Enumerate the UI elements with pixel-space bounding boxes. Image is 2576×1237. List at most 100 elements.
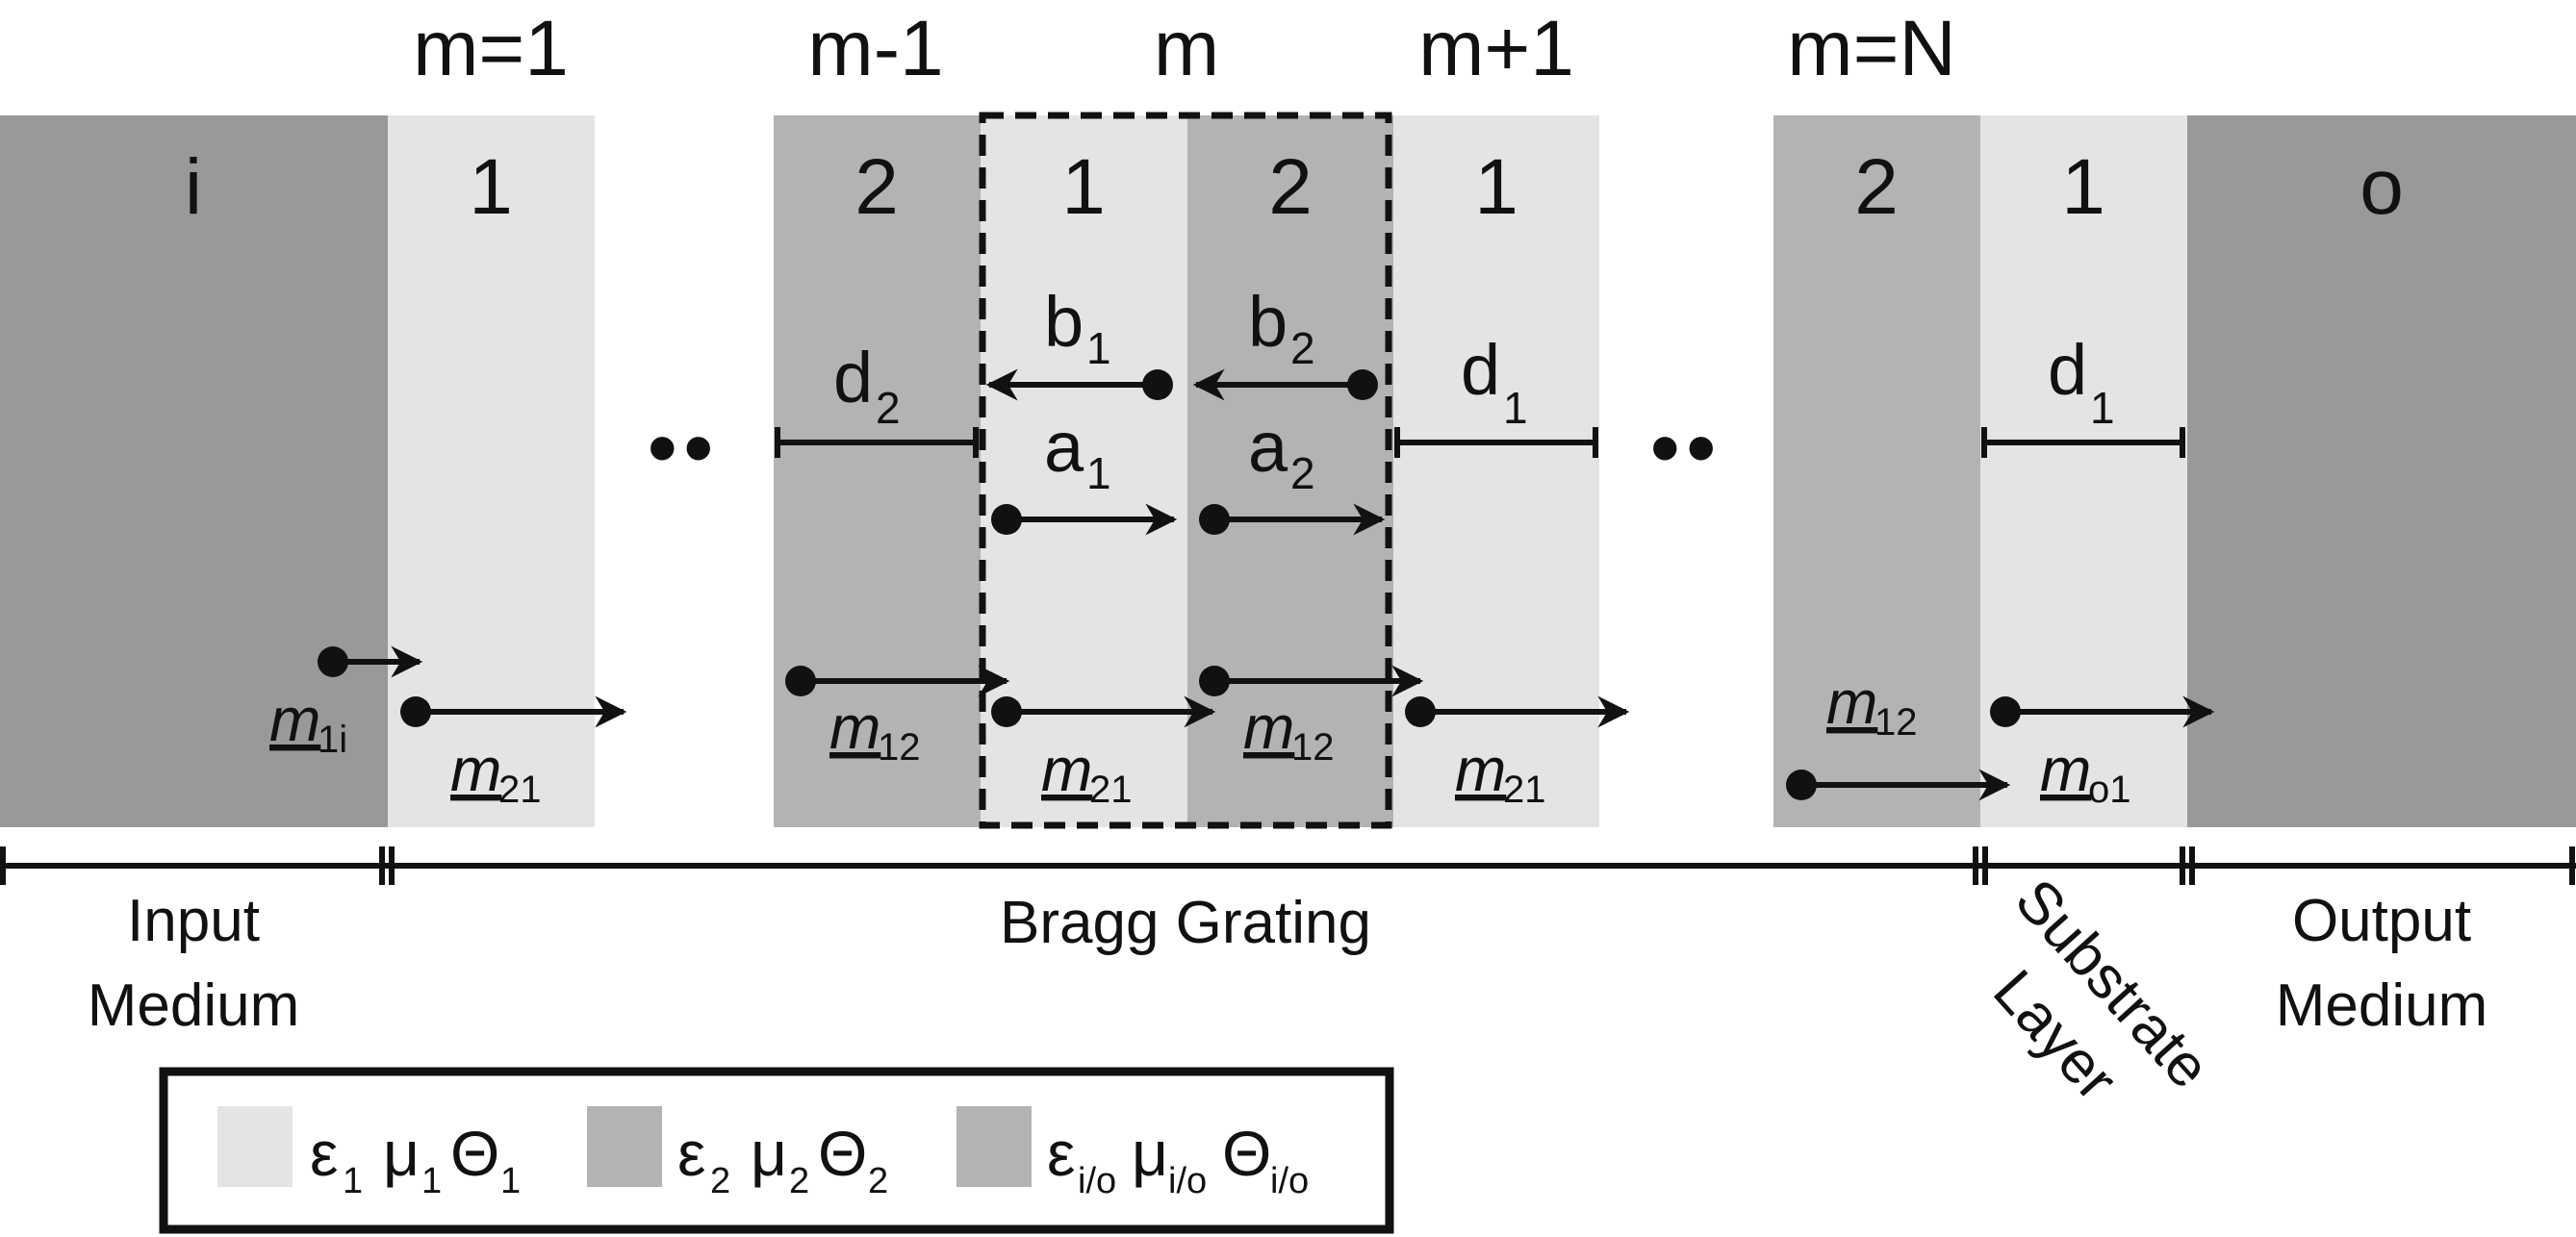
matrix-m12c-subscript: 12 <box>1875 701 1918 744</box>
thickness-d2-symbol: d <box>833 338 873 417</box>
matrix-m1i-subscript: 1i <box>318 719 347 761</box>
amplitude-a1-subscript: 1 <box>1086 448 1111 498</box>
thickness-d1-symbol: d <box>1461 330 1500 410</box>
amplitude-a2-symbol: a <box>1248 407 1288 487</box>
ellipsis-right: •• <box>1649 400 1722 496</box>
matrix-mo1-subscript: o1 <box>2088 769 2131 811</box>
thickness-d1-subscript: 1 <box>1503 383 1528 433</box>
dot-a1 <box>991 504 1022 535</box>
matrix-m21-next: m 21 <box>1455 735 1546 811</box>
legend1-mu-sub: 1 <box>421 1161 442 1201</box>
input-medium-slab <box>0 115 388 827</box>
legend1-eps: ε <box>310 1118 338 1189</box>
matrix-m1i: m 1i <box>269 685 347 761</box>
legend-swatch-light <box>217 1106 293 1187</box>
legend2-mu: μ <box>751 1118 787 1189</box>
matrix-mo1-symbol: m <box>2040 735 2091 804</box>
legend2-eps: ε <box>677 1118 705 1189</box>
dot-m1i <box>318 646 348 677</box>
amplitude-b2-symbol: b <box>1248 282 1288 362</box>
layer-label-1d: 1 <box>2061 143 2105 231</box>
thickness-d1s-subscript: 1 <box>2090 383 2115 433</box>
amplitude-b2: b 2 <box>1248 282 1315 373</box>
legend1-theta-sub: 1 <box>500 1161 521 1201</box>
matrix-m21b-symbol: m <box>1041 735 1092 804</box>
region-substrate: Substrate Layer <box>1980 867 2222 1113</box>
matrix-m1i-symbol: m <box>269 685 320 754</box>
legend-swatch-io <box>956 1106 1032 1187</box>
layer-label-1a: 1 <box>469 143 513 231</box>
legend-box <box>159 1067 1394 1234</box>
amplitude-b2-subscript: 2 <box>1290 323 1315 373</box>
amplitude-b1: b 1 <box>1044 282 1111 373</box>
dot-m12-last <box>1786 770 1817 800</box>
layer-label-1c: 1 <box>1474 143 1518 231</box>
legend-item-3: ε i/o μ i/o Θ i/o <box>1047 1118 1309 1201</box>
output-medium-slab <box>2187 115 2576 827</box>
dot-a2 <box>1199 504 1230 535</box>
region-output-line1: Output <box>2292 888 2471 954</box>
layer-label-2b: 2 <box>1268 143 1313 231</box>
dot-m21-next <box>1405 696 1436 727</box>
amplitude-b1-symbol: b <box>1044 282 1084 362</box>
region-bragg: Bragg Grating <box>1000 890 1371 956</box>
matrix-m21c-subscript: 21 <box>1503 769 1546 811</box>
amplitude-a2-subscript: 2 <box>1290 448 1315 498</box>
legend3-eps: ε <box>1047 1118 1075 1189</box>
region-input-line2: Medium <box>88 972 300 1039</box>
legend2-theta-sub: 2 <box>868 1161 888 1201</box>
amplitude-a1-symbol: a <box>1044 407 1084 487</box>
thickness-d1: d 1 <box>1461 330 1528 433</box>
region-bracket <box>0 846 2576 885</box>
arrow-origin-dots <box>318 369 2021 800</box>
legend2-theta: Θ <box>818 1118 867 1189</box>
matrix-m21a-symbol: m <box>450 735 501 804</box>
period-label-next: m+1 <box>1418 5 1574 92</box>
legend-swatch-mid <box>587 1106 662 1187</box>
legend1-mu: μ <box>383 1118 420 1189</box>
layer-label-output: o <box>2359 143 2404 231</box>
matrix-m12a-symbol: m <box>829 693 880 762</box>
period-label-last: m=N <box>1787 5 1955 92</box>
legend-item-1: ε 1 μ 1 Θ 1 <box>310 1118 521 1201</box>
legend3-mu-sub: i/o <box>1168 1161 1207 1201</box>
matrix-m12-prev: m 12 <box>829 693 921 769</box>
dot-m12-current <box>1199 666 1230 696</box>
legend1-eps-sub: 1 <box>343 1161 363 1201</box>
legend2-eps-sub: 2 <box>710 1161 730 1201</box>
period-label-current: m <box>1154 5 1219 92</box>
matrix-m21-first: m 21 <box>450 735 542 811</box>
thickness-d1-substrate: d 1 <box>2048 330 2115 433</box>
matrix-m12b-symbol: m <box>1243 693 1294 762</box>
dot-b2 <box>1347 369 1378 400</box>
period-label-first: m=1 <box>413 5 569 92</box>
matrix-m21-current: m 21 <box>1041 735 1133 811</box>
amplitude-a1: a 1 <box>1044 407 1111 498</box>
matrix-m12-current: m 12 <box>1243 693 1335 769</box>
layer-2-slab-current <box>1187 115 1393 827</box>
legend3-theta: Θ <box>1222 1118 1271 1189</box>
dot-m12-prev <box>785 666 816 696</box>
amplitude-a2: a 2 <box>1248 407 1315 498</box>
region-input-line1: Input <box>127 888 260 954</box>
legend2-mu-sub: 2 <box>789 1161 809 1201</box>
layer-label-1b: 1 <box>1061 143 1106 231</box>
layer-label-input: i <box>185 143 202 231</box>
legend3-eps-sub: i/o <box>1078 1161 1116 1201</box>
legend-item-2: ε 2 μ 2 Θ 2 <box>677 1118 888 1201</box>
thickness-d1s-symbol: d <box>2048 330 2087 410</box>
region-output-line2: Medium <box>2276 972 2488 1039</box>
unit-cell-dashed-box <box>979 112 1392 829</box>
dot-b1 <box>1142 369 1173 400</box>
matrix-m21b-subscript: 21 <box>1089 769 1133 811</box>
ellipsis-left: •• <box>647 400 719 496</box>
matrix-mo1: m o1 <box>2040 735 2131 811</box>
matrix-m12a-subscript: 12 <box>878 726 921 769</box>
matrix-m12-last: m 12 <box>1826 668 1918 744</box>
dot-mo1 <box>1990 696 2021 727</box>
layer-label-2d: 2 <box>1854 143 1899 231</box>
dot-m21-first <box>400 696 431 727</box>
matrix-m12b-subscript: 12 <box>1291 726 1335 769</box>
period-label-prev: m-1 <box>807 5 943 92</box>
